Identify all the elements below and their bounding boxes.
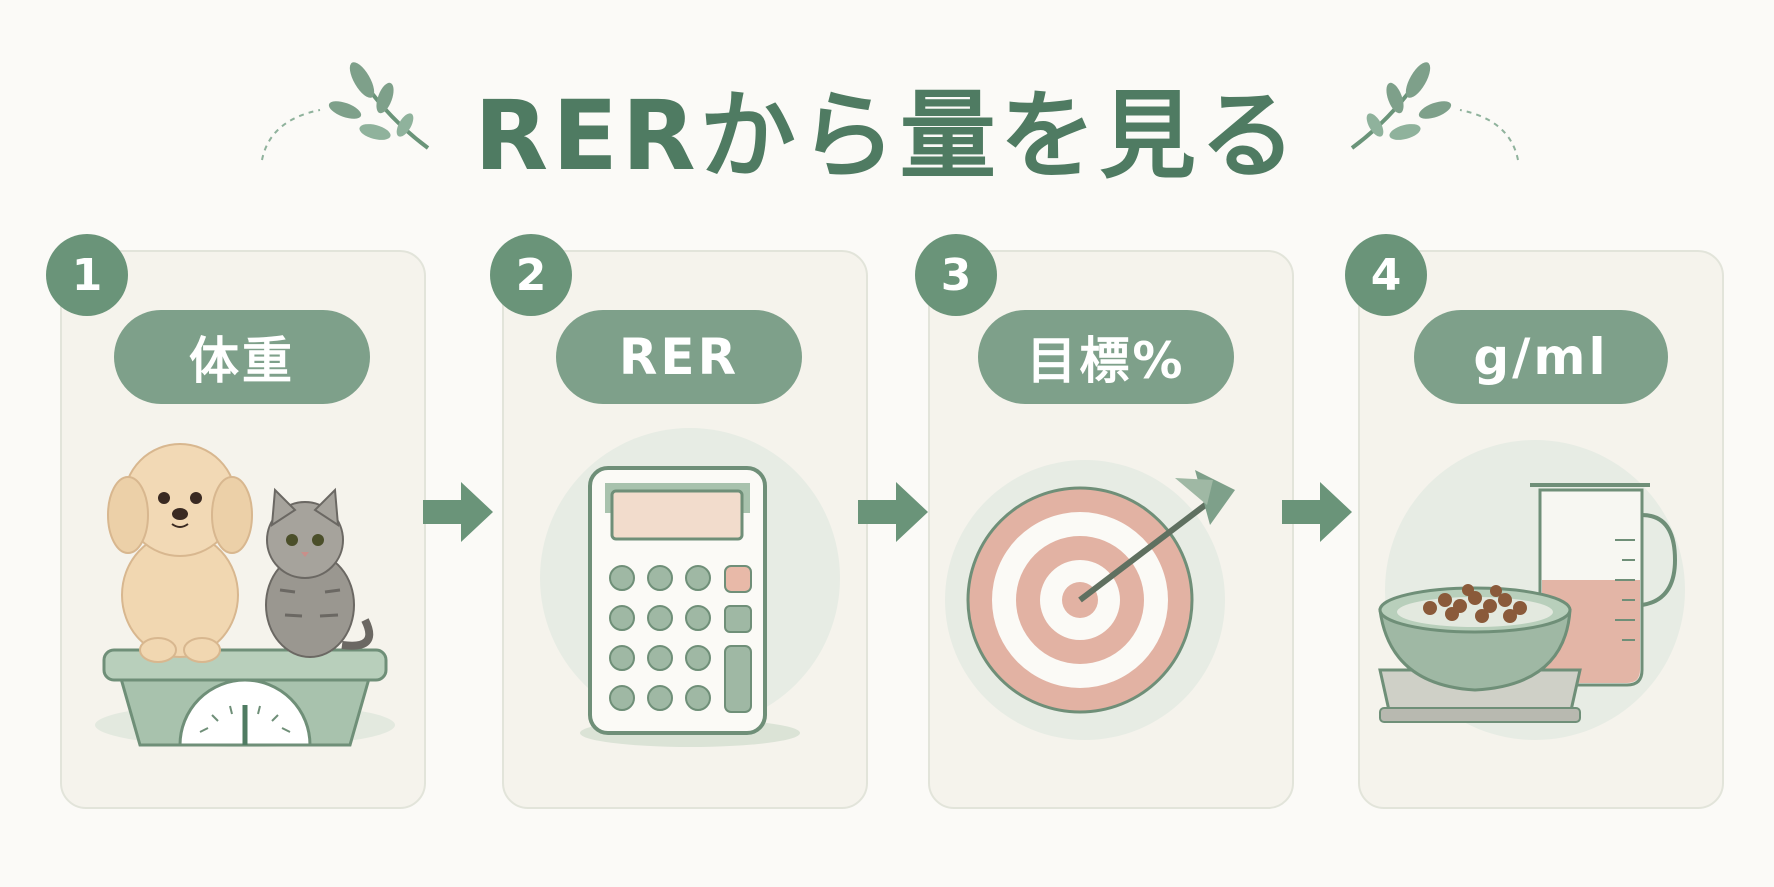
step-number-3: 3 (915, 234, 997, 316)
arrow-right-icon (1282, 482, 1352, 542)
step-label-1: 体重 (114, 310, 370, 404)
arrow-right-icon (423, 482, 493, 542)
page-title: RERから量を見る (474, 80, 1300, 192)
arrow-right-icon (858, 482, 928, 542)
step-label-4: g/ml (1414, 310, 1668, 404)
calculator-icon (540, 428, 840, 747)
step-number-2: 2 (490, 234, 572, 316)
step-label-2: RER (556, 310, 802, 404)
step-number-4: 4 (1345, 234, 1427, 316)
header: RERから量を見る (0, 40, 1774, 192)
target-icon (945, 460, 1235, 740)
left-leaf-icon (261, 62, 430, 161)
right-leaf-icon (1350, 62, 1519, 161)
pet-on-scale-icon (95, 443, 395, 747)
step-label-3: 目標% (978, 310, 1234, 404)
step-number-1: 1 (46, 234, 128, 316)
bowl-and-measuring-cup-icon (1378, 440, 1685, 740)
